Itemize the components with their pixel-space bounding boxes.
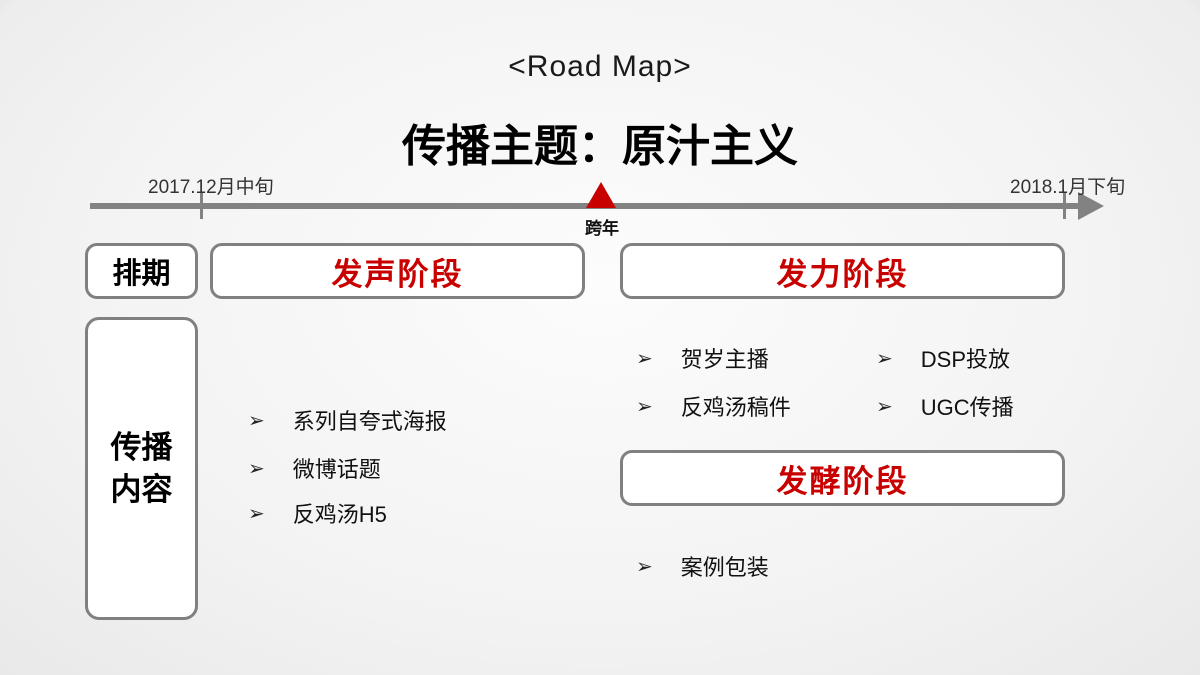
newyear-marker-label: 跨年 — [585, 219, 619, 238]
arrow-bullet-icon: ➢ — [248, 409, 265, 432]
arrow-bullet-icon: ➢ — [636, 347, 653, 370]
timeline-arrowhead-icon — [1078, 192, 1104, 220]
bullet-text: 贺岁主播 — [680, 347, 769, 372]
arrow-bullet-icon: ➢ — [636, 555, 653, 578]
list-item: ➢ 反鸡汤稿件 — [636, 390, 791, 422]
bullet-text: 反鸡汤H5 — [292, 502, 387, 527]
timeline-end-date: 2018.1月下旬 — [1010, 177, 1126, 198]
newyear-triangle-marker-icon — [586, 182, 616, 208]
stage3-label: 发酵阶段 — [776, 463, 909, 499]
content-row-label-line2: 内容 — [110, 471, 173, 507]
bullet-text: 系列自夸式海报 — [292, 409, 447, 434]
page-title: 传播主题：原汁主义 — [402, 122, 798, 171]
stage2-label: 发力阶段 — [776, 256, 909, 292]
timeline-start-date: 2017.12月中旬 — [148, 177, 274, 198]
stage3-box: 发酵阶段 — [620, 450, 1065, 506]
list-item: ➢ 贺岁主播 — [636, 342, 769, 374]
timeline-start-tick — [200, 193, 203, 219]
list-item: ➢ 系列自夸式海报 — [248, 404, 447, 436]
list-item: ➢ 案例包装 — [636, 550, 769, 582]
roadmap-subtitle: <Road Map> — [508, 50, 692, 83]
stage2-box: 发力阶段 — [620, 243, 1065, 299]
arrow-bullet-icon: ➢ — [876, 395, 893, 418]
schedule-row-label: 排期 — [112, 258, 171, 290]
bullet-text: 案例包装 — [680, 555, 769, 580]
arrow-bullet-icon: ➢ — [248, 502, 265, 525]
timeline-end-tick — [1063, 193, 1066, 219]
bullet-text: 反鸡汤稿件 — [680, 395, 791, 420]
list-item: ➢ DSP投放 — [876, 342, 1010, 374]
bullet-text: UGC传播 — [920, 395, 1014, 420]
bullet-text: 微博话题 — [292, 457, 381, 482]
content-row-box: 传播 内容 — [85, 317, 198, 620]
arrow-bullet-icon: ➢ — [248, 457, 265, 480]
stage1-label: 发声阶段 — [331, 256, 464, 292]
content-row-label-line1: 传播 — [110, 429, 173, 465]
stage1-box: 发声阶段 — [210, 243, 585, 299]
schedule-row-box: 排期 — [85, 243, 198, 299]
list-item: ➢ UGC传播 — [876, 390, 1014, 422]
arrow-bullet-icon: ➢ — [636, 395, 653, 418]
list-item: ➢ 反鸡汤H5 — [248, 497, 387, 529]
list-item: ➢ 微博话题 — [248, 452, 381, 484]
bullet-text: DSP投放 — [920, 347, 1011, 372]
arrow-bullet-icon: ➢ — [876, 347, 893, 370]
